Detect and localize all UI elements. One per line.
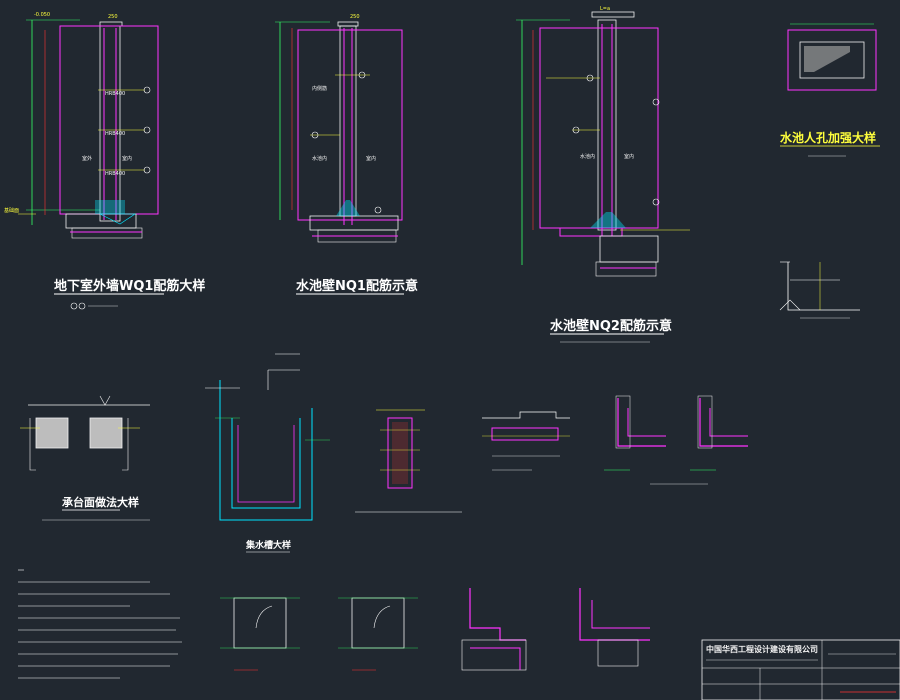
pool-nq1-title: 水池壁NQ1配筋示意: [296, 278, 418, 294]
svg-text:内侧筋: 内侧筋: [312, 85, 327, 92]
svg-text:室内: 室内: [624, 153, 634, 160]
pile-cap-title: 承台面做法大样: [62, 495, 139, 509]
corner-rebar-details: [604, 395, 748, 485]
sump-pit-detail: 集水槽大样: [205, 353, 330, 553]
title-block-company: 中国华西工程设计建设有限公司: [706, 644, 818, 654]
svg-text:水池内: 水池内: [580, 153, 595, 160]
svg-text:HRB400: HRB400: [105, 131, 125, 137]
general-notes: [18, 569, 182, 679]
manhole-detail: 水池人孔加强大样: [780, 23, 880, 157]
joint-column-detail: [355, 409, 462, 513]
title-block: 中国华西工程设计建设有限公司: [701, 639, 900, 700]
svg-text:-0.050: -0.050: [34, 12, 50, 18]
svg-text:HRB400: HRB400: [105, 171, 125, 177]
wall-wq1-title: 地下室外墙WQ1配筋大样: [54, 278, 205, 294]
pool-nq2-title: 水池壁NQ2配筋示意: [550, 318, 672, 334]
section-details-bottom: [220, 597, 418, 671]
manhole-title: 水池人孔加强大样: [780, 130, 876, 145]
pile-cap-detail: 承台面做法大样: [20, 395, 150, 521]
waterstop-detail: [482, 411, 570, 471]
sump-pit-title: 集水槽大样: [245, 539, 291, 551]
svg-text:室内: 室内: [122, 155, 132, 162]
svg-text:L=a: L=a: [600, 6, 610, 12]
stepped-rebar-details: [461, 588, 650, 671]
svg-text:HRB400: HRB400: [105, 91, 125, 97]
pool-nq2-detail: L=a 水池内 室内 水池壁NQ2配筋示意: [516, 6, 690, 343]
svg-text:室内: 室内: [366, 155, 376, 162]
svg-text:室外: 室外: [82, 155, 92, 162]
wall-wq1-detail: -0.050 基础面 250 HRB400 HRB400 HRB400 室外 室…: [4, 12, 205, 310]
svg-text:基础面: 基础面: [4, 207, 19, 214]
wall-joint-detail: [779, 261, 860, 319]
svg-text:水池内: 水池内: [312, 155, 327, 162]
pool-nq1-detail: 250 内侧筋 水池内 室内 水池壁NQ1配筋示意: [275, 14, 418, 295]
svg-text:250: 250: [108, 14, 118, 20]
svg-text:250: 250: [350, 14, 360, 20]
